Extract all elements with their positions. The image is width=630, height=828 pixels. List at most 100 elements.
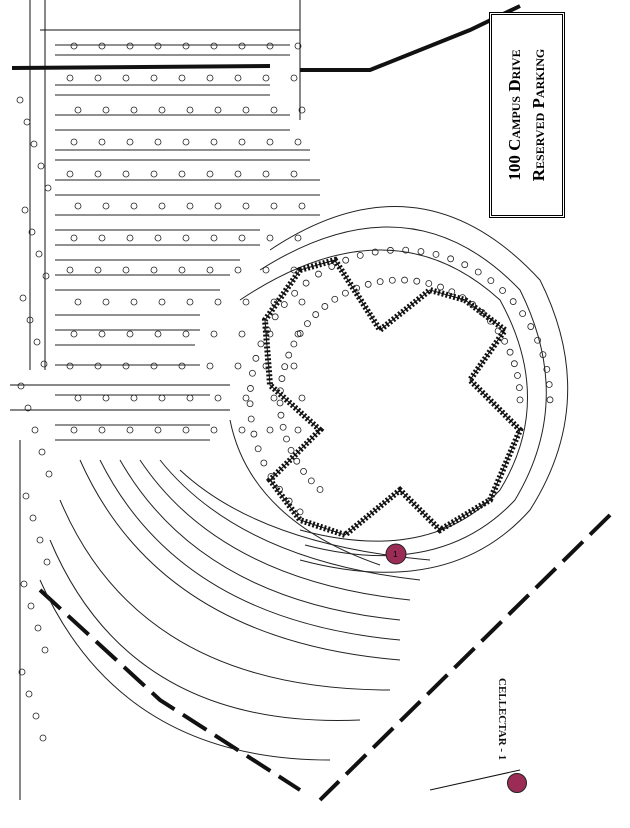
tree-icon — [17, 382, 25, 390]
reserved-spot-marker[interactable]: 1 — [385, 543, 407, 565]
tree-icon — [238, 138, 246, 146]
tree-icon — [94, 74, 102, 82]
tree-icon — [158, 106, 166, 114]
tree-icon — [150, 362, 158, 370]
tree-icon — [267, 473, 275, 480]
tree-icon — [178, 170, 186, 178]
tree-icon — [66, 170, 74, 178]
tree-icon — [307, 477, 315, 485]
tree-icon — [499, 287, 506, 294]
tree-icon — [262, 266, 270, 274]
tree-icon — [294, 42, 302, 50]
tree-icon — [262, 362, 270, 370]
tree-icon — [182, 42, 190, 50]
tree-icon — [316, 486, 324, 493]
tree-icon — [487, 317, 494, 325]
tree-icon — [246, 400, 254, 408]
tree-icon — [247, 385, 254, 392]
tree-icon — [126, 330, 134, 338]
tree-icon — [270, 394, 278, 402]
tree-icon — [29, 514, 37, 522]
tree-icon — [150, 74, 158, 82]
tree-icon — [40, 360, 48, 368]
building-footprint — [261, 256, 524, 539]
tree-icon — [66, 362, 74, 370]
tree-icon — [388, 276, 396, 284]
tree-icon — [94, 170, 102, 178]
tree-icon — [122, 170, 130, 178]
tree-icon — [210, 330, 218, 338]
tree-icon — [242, 106, 250, 114]
tree-icon — [539, 351, 547, 358]
tree-icon — [321, 303, 329, 310]
tree-icon — [331, 295, 339, 303]
tree-icon — [158, 394, 166, 402]
tree-icon — [178, 74, 186, 82]
tree-icon — [270, 202, 278, 210]
tree-icon — [262, 74, 270, 82]
tree-icon — [126, 138, 134, 146]
tree-icon — [266, 42, 274, 50]
tree-icon — [298, 298, 306, 306]
tree-icon — [150, 170, 158, 178]
tree-icon — [27, 602, 35, 610]
tree-icon — [342, 256, 350, 264]
legend-label: CELLECTAR - 1 — [496, 678, 508, 761]
tree-icon — [242, 394, 250, 402]
tree-icon — [22, 492, 30, 500]
tree-icon — [270, 106, 278, 114]
tree-icon — [425, 280, 433, 287]
tree-icon — [527, 323, 535, 330]
tree-icon — [263, 326, 271, 334]
tree-icon — [154, 426, 162, 434]
tree-icon — [238, 426, 246, 434]
tree-icon — [41, 646, 49, 654]
tree-icon — [238, 42, 246, 50]
tree-icon — [459, 294, 466, 302]
tree-icon — [23, 118, 31, 126]
tree-icon — [214, 202, 222, 210]
tree-icon — [262, 170, 270, 178]
tree-icon — [20, 580, 28, 588]
tree-icon — [293, 457, 301, 465]
tree-icon — [70, 234, 78, 242]
tree-icon — [290, 340, 298, 348]
title-line-1: 100 Campus Drive — [505, 49, 524, 181]
tree-icon — [154, 138, 162, 146]
tree-icon — [214, 106, 222, 114]
tree-icon — [26, 316, 34, 324]
tree-icon — [234, 266, 242, 274]
tree-icon — [341, 289, 349, 297]
tree-icon — [298, 394, 306, 402]
tree-icon — [74, 394, 82, 402]
tree-icon — [285, 497, 293, 505]
tree-icon — [546, 396, 554, 404]
tree-icon — [70, 138, 78, 146]
parking-rows-top — [55, 44, 320, 441]
tree-icon — [242, 202, 250, 210]
tree-icon — [210, 42, 218, 50]
tree-icon — [154, 42, 162, 50]
tree-icon — [25, 690, 33, 698]
tree-icon — [285, 351, 293, 359]
tree-icon — [298, 106, 306, 114]
tree-icon — [16, 96, 24, 104]
tree-icon — [126, 426, 134, 434]
tree-icon — [154, 234, 162, 242]
parking-rows-curved — [39, 459, 431, 761]
tree-icon — [270, 298, 278, 306]
tree-icon — [98, 138, 106, 146]
tree-icon — [214, 298, 222, 306]
tree-icon — [401, 276, 408, 284]
tree-icon — [210, 138, 218, 146]
tree-icon — [238, 234, 246, 242]
tree-icon — [28, 228, 36, 236]
tree-icon — [276, 387, 284, 395]
tree-icon — [277, 411, 285, 419]
tree-icon — [74, 298, 82, 306]
tree-icon — [98, 330, 106, 338]
tree-icon — [31, 426, 39, 434]
tree-icon — [386, 246, 394, 254]
tree-icon — [515, 384, 523, 392]
tree-icon — [501, 337, 509, 345]
